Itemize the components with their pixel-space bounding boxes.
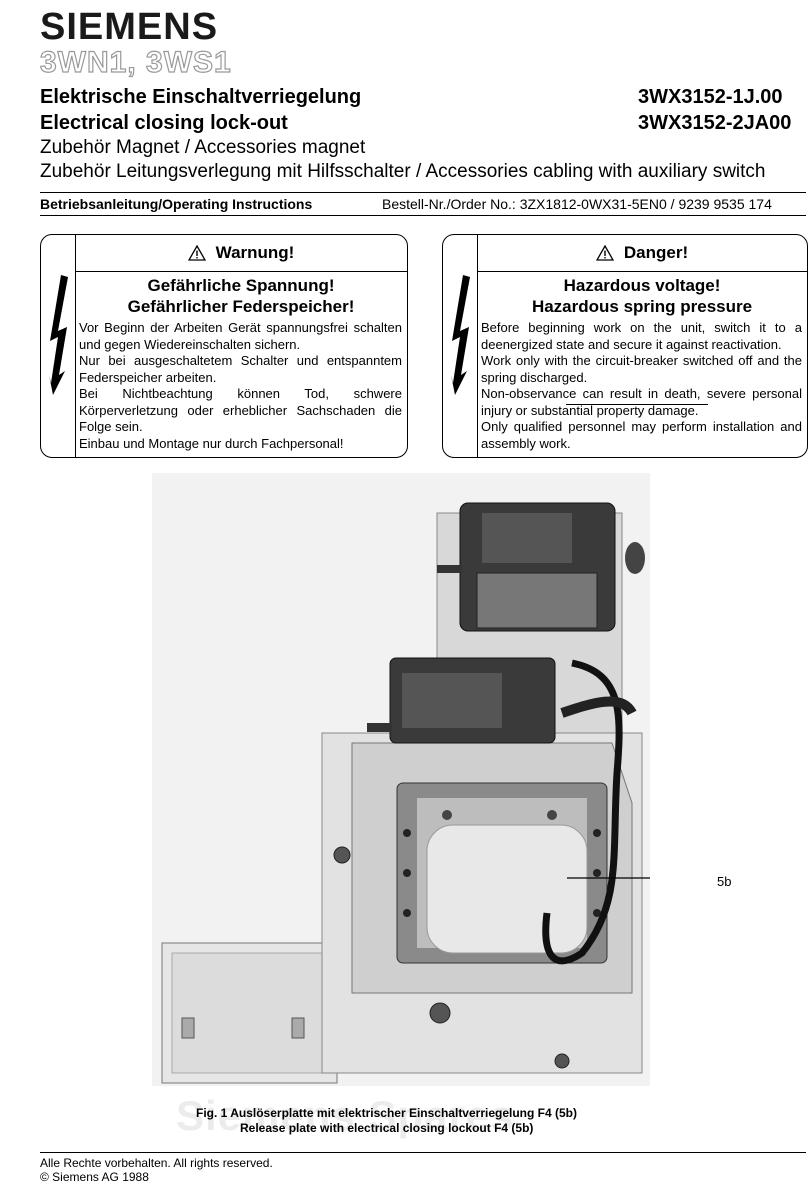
caption-german: Fig. 1 Auslöserplatte mit elektrischer E… [196,1106,577,1120]
warning-sidebar [41,235,76,457]
divider-bottom [40,215,806,216]
order-number: Bestell-Nr./Order No.: 3ZX1812-0WX31-5EN… [382,196,772,212]
figure-caption: Fig. 1 Auslöserplatte mit elektrischer E… [196,1106,577,1136]
warning-box-german: Warnung! Gefährliche Spannung! Gefährlic… [40,234,408,458]
title-german: Elektrische Einschaltverriegelung [40,86,362,108]
copyright-text: © Siemens AG 1988 [40,1170,149,1184]
device-photo [152,473,710,1086]
footer-divider [40,1152,806,1153]
subtitle-magnet: Zubehör Magnet / Accessories magnet [40,137,366,158]
caption-english: Release plate with electrical closing lo… [240,1121,534,1135]
hazard-voltage: Hazardous voltage! [563,276,721,295]
warning-heading: Warnung! [75,235,407,272]
warning-heading-text: Warnung! [215,243,295,262]
danger-text: Before beginning work on the unit, switc… [481,320,802,451]
divider-top [40,192,806,193]
warning-sidebar [443,235,478,457]
siemens-logo: SIEMENS [40,6,219,48]
title-english: Electrical closing lock-out [40,112,288,134]
lightning-bolt-icon [451,275,470,395]
order-code-2: 3WX3152-2JA00 [638,112,792,134]
danger-heading-text: Danger! [623,243,689,262]
order-code-1: 3WX3152-1J.00 [638,86,783,108]
callout-label-5b: 5b [717,874,732,889]
rights-text: Alle Rechte vorbehalten. All rights rese… [40,1156,273,1170]
watermark: Siemens Spares [176,1092,515,1139]
warning-triangle-icon [187,245,206,261]
release-plate-illustration [152,473,710,1086]
hazard-spring: Hazardous spring pressure [531,297,753,316]
hazard-spring: Gefährlicher Federspeicher! [127,297,355,316]
hazard-titles: Gefährliche Spannung! Gefährlicher Feder… [75,275,407,317]
danger-heading: Danger! [477,235,807,272]
callout-line [566,404,708,405]
product-series: 3WN1, 3WS1 [39,45,232,79]
hazard-titles: Hazardous voltage! Hazardous spring pres… [477,275,807,317]
lightning-bolt-icon [49,275,68,395]
warning-triangle-icon [595,245,614,261]
subtitle-cabling: Zubehör Leitungsverlegung mit Hilfsschal… [40,161,766,182]
operating-instructions-label: Betriebsanleitung/Operating Instructions [40,196,313,212]
warning-text: Vor Beginn der Arbeiten Gerät spannungsf… [79,320,402,451]
warning-box-english: Danger! Hazardous voltage! Hazardous spr… [442,234,808,458]
hazard-voltage: Gefährliche Spannung! [147,276,335,295]
footer: Alle Rechte vorbehalten. All rights rese… [40,1156,273,1184]
